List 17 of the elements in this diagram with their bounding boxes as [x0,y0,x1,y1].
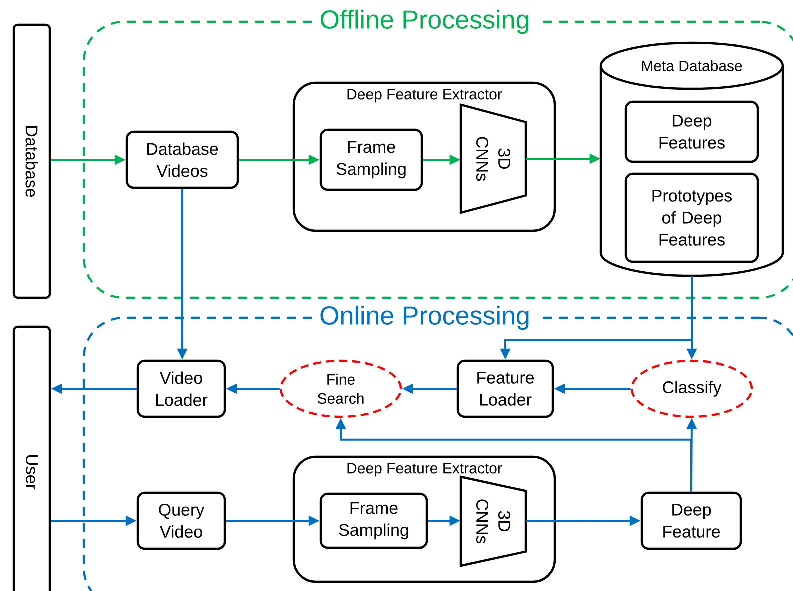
group-title: Deep Feature Extractor [348,89,502,103]
process-box: Deep Features [624,100,760,164]
actor-bar: Database [12,24,52,300]
process-box: Frame Sampling [320,492,428,550]
process-box: Frame Sampling [320,128,424,192]
trapezoid-block: 3D CNNs [460,476,528,568]
process-box: Deep Feature [640,492,742,550]
region-title: Online Processing [314,304,536,332]
process-box: Prototypes of Deep Features [624,172,760,264]
process-box: Feature Loader [456,360,554,418]
actor-bar: User [12,326,52,591]
process-box: Database Videos [126,130,240,190]
trapezoid-block: 3D CNNs [460,104,528,214]
group-title: Deep Feature Extractor [348,463,502,477]
region-title: Offline Processing [314,8,536,36]
process-box: Video Loader [136,360,226,418]
process-box: Query Video [136,492,226,550]
